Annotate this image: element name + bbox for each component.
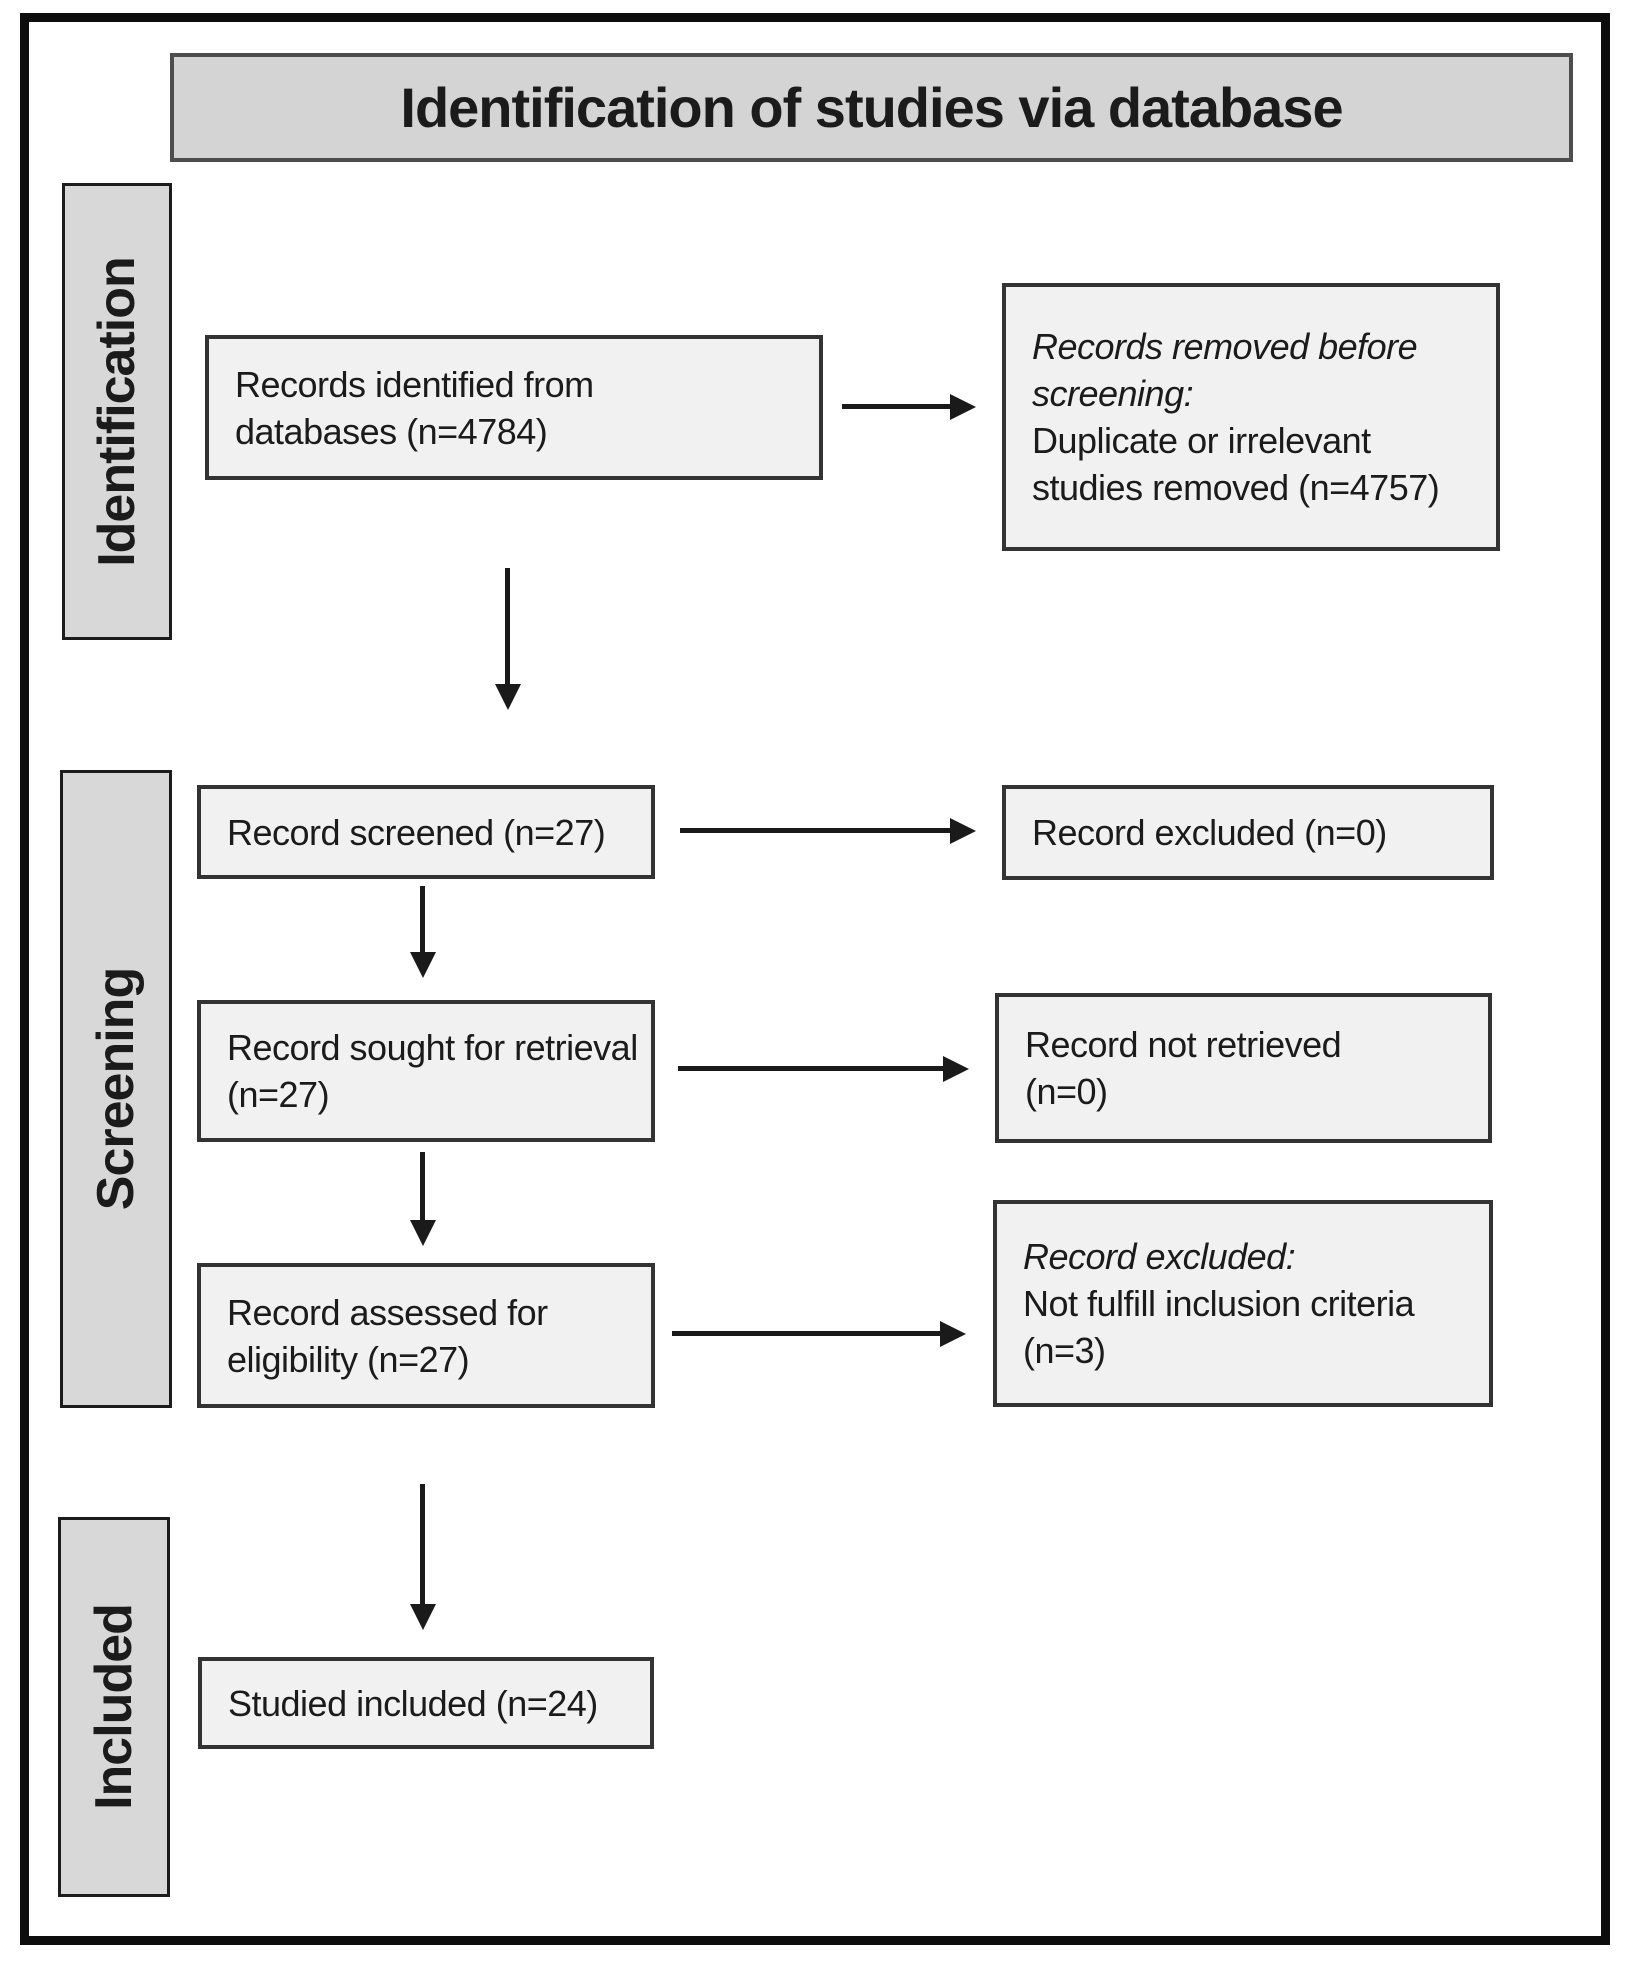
arrow-right-icon — [680, 828, 950, 833]
flow-box-line: Records removed before — [1032, 326, 1418, 367]
diagram-title-box: Identification of studies via database — [170, 53, 1573, 162]
flow-box-line: Record not retrieved — [1025, 1024, 1342, 1065]
flow-box-line: Studied included (n=24) — [228, 1682, 598, 1724]
flow-box-line: Records identified from — [235, 363, 594, 405]
arrow-right-icon — [678, 1066, 943, 1071]
flow-box-line: (n=27) — [227, 1074, 330, 1115]
arrow-right-icon — [672, 1331, 940, 1336]
flow-box-line: Duplicate or irrelevant — [1032, 420, 1371, 461]
flow-box-line: screening: — [1032, 373, 1194, 414]
flow-box-line: Record excluded (n=0) — [1032, 812, 1387, 853]
flow-box-records-excluded: Record excluded (n=0) — [1002, 785, 1494, 880]
flow-box-line: Record assessed for — [227, 1291, 548, 1333]
diagram-outer-border — [20, 13, 1610, 1945]
arrow-down-icon — [420, 1484, 425, 1604]
flow-box-records-screened: Record screened (n=27) — [197, 785, 655, 879]
flow-box-line: Not fulfill inclusion criteria — [1023, 1283, 1415, 1324]
stage-label-included: Included — [85, 1604, 144, 1810]
arrow-down-icon — [420, 886, 425, 952]
arrow-down-icon — [505, 568, 510, 684]
flow-box-line: eligibility (n=27) — [227, 1338, 470, 1380]
flow-box-studies-included: Studied included (n=24) — [198, 1657, 654, 1749]
diagram-title: Identification of studies via database — [400, 76, 1343, 139]
stage-label-identification: Identification — [88, 256, 146, 567]
flow-box-line: studies removed (n=4757) — [1032, 467, 1440, 508]
arrow-right-icon — [842, 404, 950, 409]
flow-box-records-identified: Records identified from databases (n=478… — [205, 335, 823, 480]
flow-box-line: databases (n=4784) — [235, 410, 548, 452]
flow-box-records-excluded-eligibility: Record excluded: Not fulfill inclusion c… — [993, 1200, 1493, 1407]
flow-box-line: (n=0) — [1025, 1071, 1108, 1112]
arrow-down-icon — [420, 1152, 425, 1220]
stage-band-identification: Identification — [62, 183, 172, 640]
flow-box-records-not-retrieved: Record not retrieved (n=0) — [995, 993, 1492, 1143]
stage-band-included: Included — [58, 1517, 170, 1897]
flow-box-line: (n=3) — [1023, 1330, 1106, 1371]
flow-box-line: Record excluded: — [1023, 1236, 1296, 1277]
flow-box-records-assessed-for-eligibility: Record assessed for eligibility (n=27) — [197, 1263, 655, 1408]
flow-box-records-removed-before-screening: Records removed before screening: Duplic… — [1002, 283, 1500, 551]
flow-box-line: Record screened (n=27) — [227, 811, 606, 853]
stage-band-screening: Screening — [60, 770, 172, 1408]
flow-box-line: Record sought for retrieval — [227, 1027, 638, 1068]
stage-label-screening: Screening — [87, 967, 146, 1211]
flow-box-records-sought-for-retrieval: Record sought for retrieval (n=27) — [197, 1000, 655, 1142]
